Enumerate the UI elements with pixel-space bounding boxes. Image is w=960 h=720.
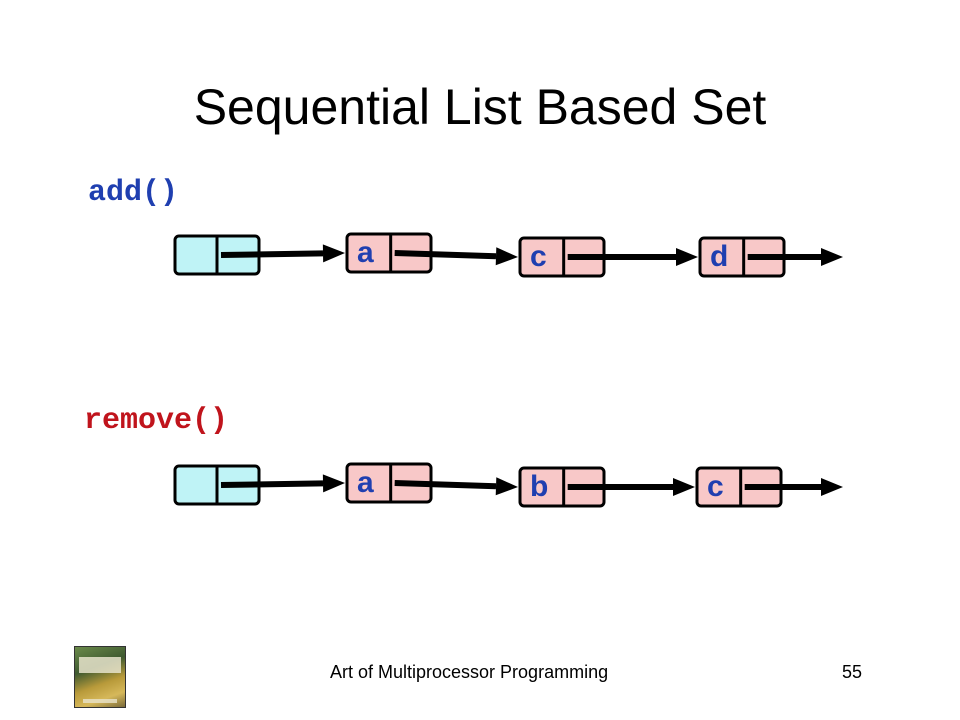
book-cover-icon (74, 646, 126, 708)
add-arrow-head (322, 244, 345, 263)
remove-node-letter: c (707, 470, 724, 503)
add-node-a: a (345, 232, 433, 274)
add-arrow-line (220, 250, 324, 258)
remove-arrow-line (220, 480, 324, 488)
add-node-letter: c (530, 240, 547, 273)
remove-node-letter: a (357, 466, 374, 499)
add-arrow-line (394, 250, 497, 260)
add-arrow-head (495, 247, 518, 266)
add-node-letter: d (710, 240, 728, 273)
remove-arrow-line (394, 480, 497, 490)
remove-arrow-head (322, 474, 345, 493)
remove-node-a: a (345, 462, 433, 504)
remove-node-letter: b (530, 470, 548, 503)
add-node-c: c (518, 236, 606, 278)
page-number: 55 (842, 662, 863, 682)
remove-node-b: b (518, 466, 606, 508)
add-arrow-head (676, 248, 698, 266)
footer-title: Art of Multiprocessor Programming (330, 662, 609, 682)
slide-title: Sequential List Based Set (193, 79, 767, 135)
remove-arrow-head (673, 478, 695, 496)
add-node-d: d (698, 236, 786, 278)
remove-head-node (173, 464, 261, 506)
add-arrow-head (821, 248, 843, 266)
remove-method-label: remove() (84, 404, 229, 438)
add-node-letter: a (357, 236, 374, 269)
add-method-label: add() (88, 176, 179, 210)
remove-list-row: a b c (173, 462, 843, 508)
remove-arrow-head (495, 477, 518, 496)
remove-arrow-head (821, 478, 843, 496)
